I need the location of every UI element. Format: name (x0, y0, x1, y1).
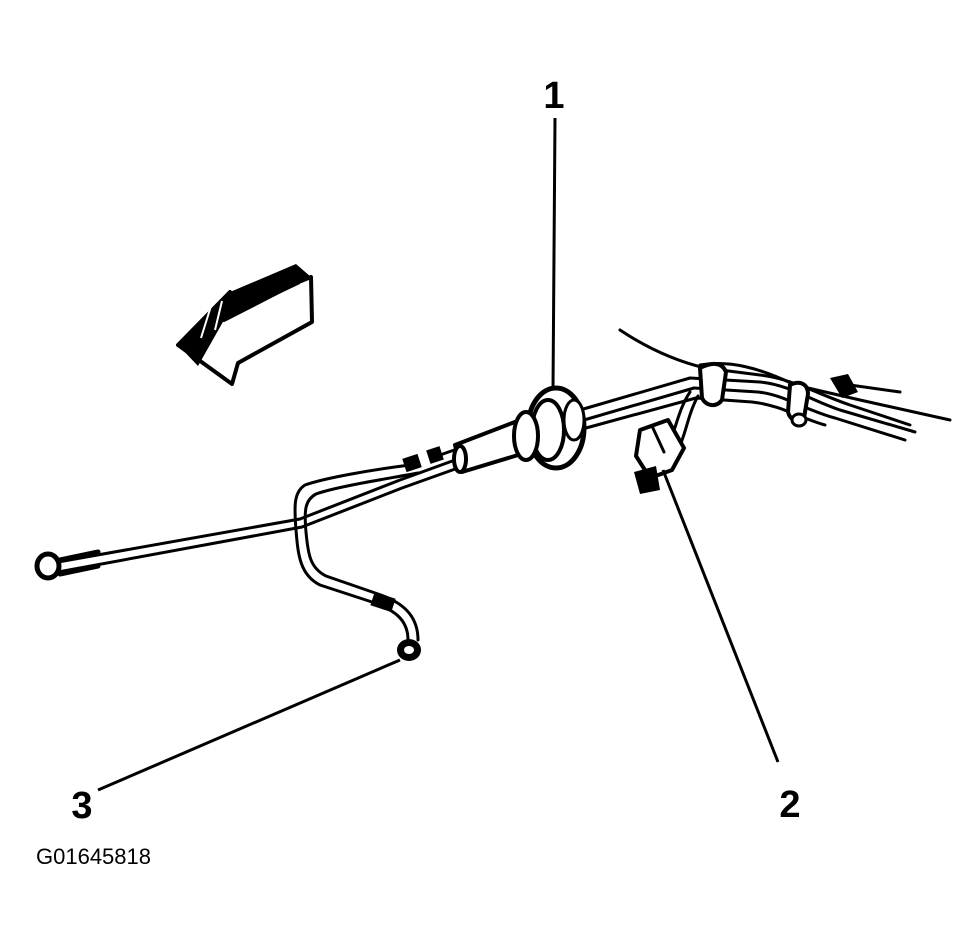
leader-line-2 (661, 469, 780, 763)
grommet-icon (512, 385, 587, 471)
figure-id: G01645818 (36, 844, 151, 869)
callout-3: 3 (71, 785, 92, 827)
callout-1: 1 (543, 75, 564, 117)
leader-lines (97, 117, 780, 792)
leader-line-3 (97, 658, 401, 792)
callout-2: 2 (779, 784, 800, 826)
leader-line-1 (551, 117, 557, 391)
forward-direction-arrow-icon (176, 264, 314, 386)
electrical-connector-icon (634, 390, 700, 494)
wiring-harness-icon (34, 328, 952, 661)
